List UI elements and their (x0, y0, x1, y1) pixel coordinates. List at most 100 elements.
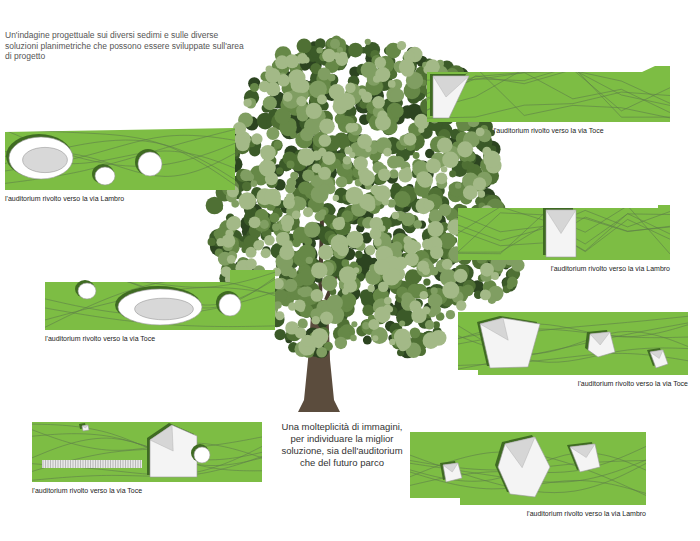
leaf-cluster (359, 194, 375, 210)
leaf-cluster (425, 320, 434, 329)
leaf-cluster (375, 67, 390, 82)
leaf-cluster (416, 259, 434, 277)
stripe (135, 460, 136, 468)
stripe (88, 460, 89, 468)
volume-facet (150, 425, 173, 451)
green-area (458, 205, 670, 260)
leaf-cluster (274, 108, 291, 125)
stripe (100, 460, 101, 468)
leaf-cluster (476, 127, 485, 136)
leaf-cluster (269, 213, 279, 223)
volume (118, 289, 202, 325)
leaf-cluster (350, 123, 363, 136)
volume-facet (590, 332, 610, 345)
stripe (53, 460, 54, 468)
leaf-cluster (423, 278, 430, 285)
stripe (73, 460, 74, 468)
leaf-cluster (315, 211, 325, 221)
volume (588, 332, 615, 357)
leaf-cluster (478, 190, 486, 198)
leaf-cluster (416, 171, 431, 186)
shadow (75, 280, 95, 298)
stripe (55, 460, 56, 468)
shadow (135, 149, 161, 175)
leaf-cluster (265, 68, 280, 83)
stripe (90, 460, 91, 468)
stripe (60, 460, 61, 468)
green-area (32, 422, 262, 482)
shadow (115, 286, 201, 324)
leaf-cluster (329, 84, 345, 100)
leaf-cluster (348, 43, 363, 58)
leaf-cluster (245, 247, 256, 258)
leaf-cluster (311, 289, 324, 302)
stripe (50, 460, 51, 468)
stripe (123, 460, 124, 468)
leaf-cluster (301, 335, 313, 347)
leaf-cluster (392, 212, 400, 220)
leaf-cluster (368, 285, 375, 292)
volume (650, 350, 668, 368)
leaf-cluster (296, 96, 306, 106)
volume-facet (433, 76, 469, 97)
leaf-cluster (343, 156, 352, 165)
auditorium-volume (216, 291, 241, 316)
leaf-cluster (422, 306, 430, 314)
leaf-cluster (332, 217, 345, 230)
leaf-cluster (266, 127, 279, 140)
leaf-cluster (322, 275, 338, 291)
leaf-cluster (436, 172, 448, 184)
intro-note: Un'indagine progettuale sui diversi sedi… (5, 30, 250, 62)
leaf-cluster (288, 269, 297, 278)
leaf-cluster (455, 182, 461, 188)
leaf-cluster (426, 158, 441, 173)
volume (498, 437, 550, 497)
path-line (427, 66, 670, 117)
leaf-cluster (363, 336, 372, 345)
stripe (85, 460, 86, 468)
auditorium-volume (6, 134, 73, 179)
leaf-cluster (365, 39, 371, 45)
leaf-cluster (480, 289, 491, 300)
leaf-cluster (383, 148, 392, 157)
leaf-cluster (311, 262, 328, 279)
leaf-cluster (251, 133, 262, 144)
auditorium-volume (440, 461, 462, 482)
leaf-cluster (442, 259, 453, 270)
plan-caption: l'auditorium rivolto verso la via Lambro (458, 265, 670, 272)
leaf-cluster (428, 61, 440, 73)
leaf-cluster (391, 88, 405, 102)
leaf-cluster (437, 137, 453, 153)
site-plan: l'auditorium rivolto verso la via Toce (32, 422, 262, 496)
leaf-cluster (283, 92, 293, 102)
auditorium-volume (79, 423, 89, 431)
stripe (63, 460, 64, 468)
stripe (83, 460, 84, 468)
leaf-cluster (261, 248, 271, 258)
plan-drawing (458, 205, 670, 260)
leaf-cluster (350, 123, 358, 131)
leaf-cluster (370, 228, 382, 240)
leaf-cluster (288, 69, 305, 86)
plan-drawing (458, 312, 688, 375)
leaf-cluster (417, 260, 429, 272)
stripe (65, 460, 66, 468)
leaf-cluster (442, 281, 459, 298)
leaf-cluster (351, 321, 357, 327)
leaf-cluster (394, 329, 411, 346)
green-area (45, 270, 275, 330)
leaf-cluster (286, 193, 295, 202)
stripe (133, 460, 134, 468)
leaf-cluster (361, 92, 372, 103)
leaf-cluster (467, 162, 475, 170)
leaf-cluster (313, 338, 323, 348)
leaf-cluster (462, 284, 474, 296)
path-lines (5, 128, 235, 188)
leaf-cluster (410, 327, 421, 338)
volume (82, 425, 89, 431)
stripe (93, 460, 94, 468)
volume-inner (23, 147, 68, 172)
leaf-cluster (375, 57, 387, 69)
leaf-cluster (242, 182, 252, 192)
shadow (191, 444, 209, 462)
